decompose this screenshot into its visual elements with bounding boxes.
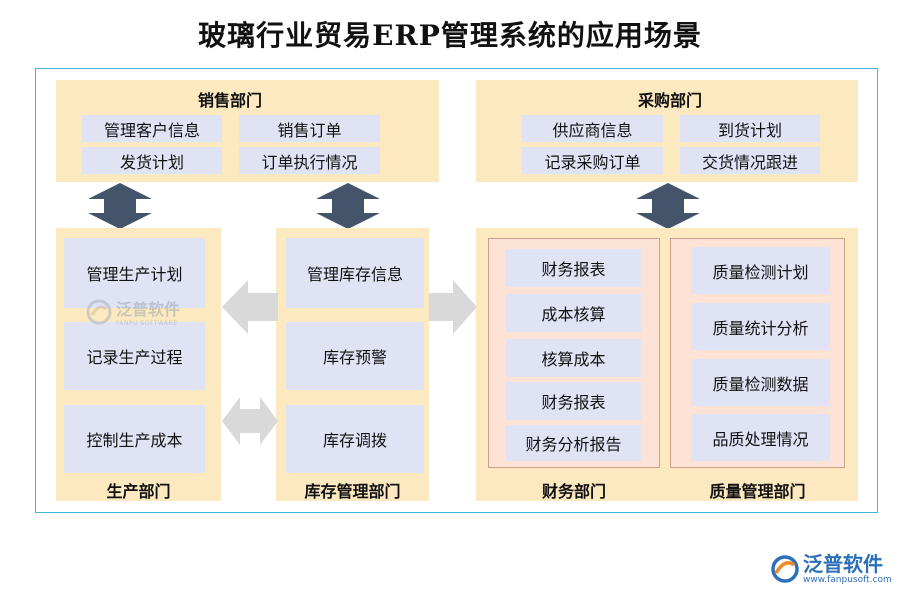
purchase-item-supplier: 供应商信息 xyxy=(522,115,663,142)
page-title: 玻璃行业贸易ERP管理系统的应用场景 xyxy=(198,19,702,52)
purchase-item-record: 记录采购订单 xyxy=(522,147,663,174)
purchase-label: 采购部门 xyxy=(637,91,702,110)
sales-item-customer: 管理客户信息 xyxy=(82,115,222,142)
production-item-cost: 控制生产成本 xyxy=(64,405,205,473)
inventory-item-info: 管理库存信息 xyxy=(286,238,424,308)
quality-item-data: 质量检测数据 xyxy=(691,359,830,406)
purchase-finance-arrow xyxy=(636,183,700,229)
sales-item-shipping: 发货计划 xyxy=(82,147,222,174)
finance-item-cost-accounting: 成本核算 xyxy=(506,294,641,332)
inventory-label: 库存管理部门 xyxy=(304,482,401,501)
sales-inventory-arrow xyxy=(316,183,380,229)
inventory-item-transfer: 库存调拨 xyxy=(286,405,424,473)
purchase-item-followup: 交货情况跟进 xyxy=(680,147,820,174)
production-label: 生产部门 xyxy=(106,482,171,501)
corner-logo-name: 泛普软件 xyxy=(803,552,883,576)
center-watermark-name: 泛普软件 xyxy=(116,300,181,319)
sales-production-arrow xyxy=(88,183,152,229)
finance-item-report-2: 财务报表 xyxy=(506,382,641,420)
quality-label: 质量管理部门 xyxy=(709,482,806,501)
fanpu-logo-icon xyxy=(86,299,112,324)
quality-item-plan: 质量检测计划 xyxy=(691,247,830,294)
inventory-to-production-arrow xyxy=(222,280,278,334)
production-inventory-double-arrow xyxy=(222,397,278,445)
corner-logo-url: www.fanpusoft.com xyxy=(803,575,892,585)
finance-item-accounting-cost: 核算成本 xyxy=(506,339,641,377)
purchase-item-arrival: 到货计划 xyxy=(680,115,820,142)
corner-logo: 泛普软件 www.fanpusoft.com xyxy=(770,553,892,585)
finance-item-report: 财务报表 xyxy=(506,249,641,287)
center-watermark: 泛普软件 FANPU SOFTWARE xyxy=(86,296,180,327)
sales-item-order: 销售订单 xyxy=(239,115,380,142)
sales-label: 销售部门 xyxy=(197,91,262,110)
fanpu-corner-logo-icon xyxy=(771,555,799,583)
finance-label: 财务部门 xyxy=(541,482,606,501)
sales-item-execution: 订单执行情况 xyxy=(239,147,380,174)
production-item-plan: 管理生产计划 xyxy=(64,238,205,308)
finance-item-analysis: 财务分析报告 xyxy=(506,425,641,461)
inventory-item-warning: 库存预警 xyxy=(286,322,424,390)
inventory-to-finance-arrow xyxy=(429,280,477,334)
production-item-process: 记录生产过程 xyxy=(64,322,205,390)
quality-item-statistics: 质量统计分析 xyxy=(691,303,830,350)
quality-item-handling: 品质处理情况 xyxy=(691,414,830,461)
center-watermark-sub: FANPU SOFTWARE xyxy=(116,320,178,327)
